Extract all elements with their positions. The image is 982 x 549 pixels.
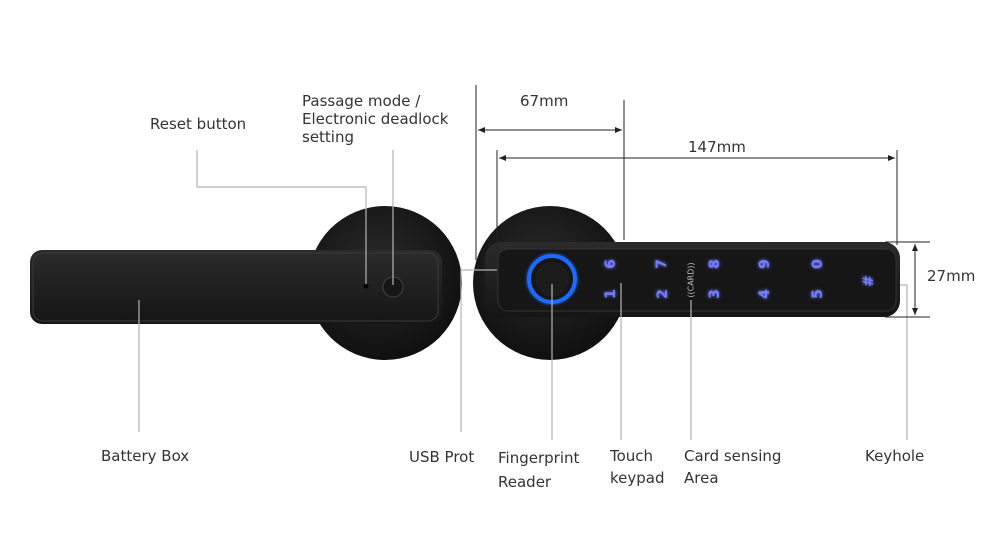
battery-box-handle [30,250,442,324]
label-keyhole: Keyhole [865,447,924,465]
key-4: 4 [757,289,773,299]
key-0: 0 [810,259,826,269]
label-touch-keypad-1: Touch [609,447,653,465]
key-3: 3 [707,289,723,299]
dim-27mm: 27mm [927,267,975,285]
label-passage-mode-1: Passage mode / [302,92,421,110]
label-battery-box: Battery Box [101,447,189,465]
label-reset-button: Reset button [150,115,246,133]
leader-lines [138,150,908,440]
inside-handle [30,206,462,360]
dimension-lines [475,85,930,318]
reset-button-hole [363,283,369,289]
key-7: 7 [654,259,670,269]
label-fingerprint-1: Fingerprint [498,449,579,467]
keypad: 6 7 8 9 0 1 2 3 4 5 # [603,259,877,299]
card-mark: ((CARD)) [687,262,696,297]
key-2: 2 [655,289,671,299]
key-6: 6 [603,259,619,269]
key-9: 9 [757,259,773,269]
label-usb-port: USB Prot [409,448,474,466]
label-passage-mode-3: setting [302,128,354,146]
label-card-sensing-2: Area [684,469,719,487]
key-hash: # [861,275,877,287]
key-1: 1 [603,289,619,299]
key-5: 5 [810,289,826,299]
label-passage-mode-2: Electronic deadlock [302,110,449,128]
label-fingerprint-2: Reader [498,473,552,491]
dim-67mm: 67mm [520,92,568,110]
key-8: 8 [707,259,723,269]
outside-handle: 6 7 8 9 0 1 2 3 4 5 # ((CARD)) [473,206,900,360]
label-card-sensing-1: Card sensing [684,447,781,465]
dim-147mm: 147mm [688,138,746,156]
label-touch-keypad-2: keypad [610,469,665,487]
